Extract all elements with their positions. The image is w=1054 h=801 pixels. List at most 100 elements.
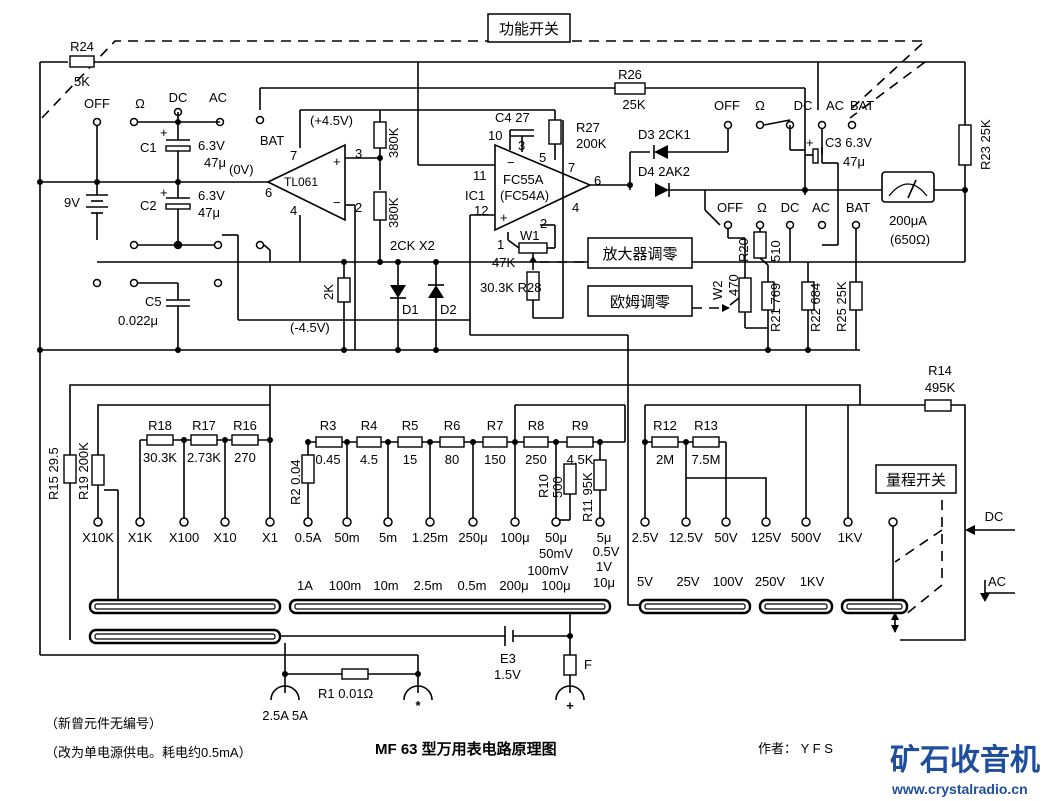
svg-text:4: 4 xyxy=(572,200,579,215)
right-switch-bank-top: OFF Ω DC AC BAT xyxy=(714,98,874,155)
terminal-500v[interactable] xyxy=(801,517,811,527)
svg-text:量程开关: 量程开关 xyxy=(886,472,946,489)
resistor-r26: R26 25K xyxy=(614,67,646,112)
svg-text:+: + xyxy=(160,185,168,200)
ohm-range-chain: R18 30.3K R17 2.73K R16 270 xyxy=(139,418,273,520)
current-range-terminals: 0.5A 50m 5m 1.25m 250μ 100μ 50μ 5μ 50mV … xyxy=(295,517,620,590)
svg-text:4.5K: 4.5K xyxy=(567,452,594,467)
terminal-x1[interactable] xyxy=(265,517,275,527)
terminal-1kv[interactable] xyxy=(843,517,853,527)
terminal-2-5v[interactable] xyxy=(640,517,650,527)
terminal-x10k[interactable] xyxy=(93,517,103,527)
current-range-chain: R2 0.04 R3 0.45 R4 4.5 R5 15 R6 80 R7 15… xyxy=(288,404,625,520)
svg-text:380K: 380K xyxy=(386,127,401,158)
svg-text:2CK X2: 2CK X2 xyxy=(390,238,435,253)
svg-text:2.5A 5A: 2.5A 5A xyxy=(262,708,308,723)
terminal-50u[interactable] xyxy=(551,517,561,527)
svg-text:+: + xyxy=(333,154,341,169)
terminal-100u[interactable] xyxy=(510,517,520,527)
svg-text:R20: R20 xyxy=(736,238,751,262)
svg-text:C1: C1 xyxy=(140,140,157,155)
svg-text:R9: R9 xyxy=(572,418,589,433)
svg-text:www.crystalradio.cn: www.crystalradio.cn xyxy=(891,781,1028,797)
terminal-125v[interactable] xyxy=(761,517,771,527)
svg-text:R17: R17 xyxy=(192,418,216,433)
svg-text:125V: 125V xyxy=(751,530,782,545)
svg-text:1.25m: 1.25m xyxy=(412,530,448,545)
svg-text:AC: AC xyxy=(826,98,844,113)
svg-text:−: − xyxy=(333,195,341,210)
potentiometer-w1: W1 47K xyxy=(492,224,556,270)
svg-text:R12: R12 xyxy=(653,418,677,433)
svg-text:D3 2CK1: D3 2CK1 xyxy=(638,127,691,142)
svg-text:380K: 380K xyxy=(386,197,401,228)
meter-200ua: 200μA (650Ω) xyxy=(802,171,968,247)
svg-text:E3: E3 xyxy=(500,651,516,666)
svg-text:50V: 50V xyxy=(714,530,737,545)
svg-text:Ω: Ω xyxy=(755,98,765,113)
svg-text:7: 7 xyxy=(290,148,297,163)
resistor-380k-lower: 380K xyxy=(373,155,401,265)
svg-text:R14: R14 xyxy=(928,363,952,378)
resistor-r1: R1 0.01Ω xyxy=(39,640,421,701)
svg-text:6: 6 xyxy=(265,185,272,200)
svg-text:47K: 47K xyxy=(492,255,515,270)
svg-text:R27: R27 xyxy=(576,120,600,135)
resistor-r19: R19 200K xyxy=(76,404,270,600)
function-switch-linkage xyxy=(39,40,928,121)
svg-text:470: 470 xyxy=(726,274,741,296)
jack-2-5a-5a[interactable]: 2.5A 5A xyxy=(262,685,308,723)
left-switch-bank: OFF Ω DC AC BAT xyxy=(84,90,284,180)
svg-text:5m: 5m xyxy=(379,530,397,545)
svg-text:270: 270 xyxy=(234,450,256,465)
svg-text:(650Ω): (650Ω) xyxy=(890,232,930,247)
svg-text:W2: W2 xyxy=(710,281,725,301)
svg-text:R15 29.5: R15 29.5 xyxy=(46,447,61,500)
svg-text:矿石收音机: 矿石收音机 xyxy=(890,743,1040,778)
svg-text:2M: 2M xyxy=(656,452,674,467)
svg-text:2.5m: 2.5m xyxy=(414,578,443,593)
terminal-12-5v[interactable] xyxy=(681,517,691,527)
svg-text:0.5A: 0.5A xyxy=(295,530,322,545)
terminal-50v[interactable] xyxy=(721,517,731,527)
terminal-5u[interactable] xyxy=(595,517,605,527)
svg-text:−: − xyxy=(507,155,515,170)
terminal-5m[interactable] xyxy=(383,517,393,527)
svg-text:1KV: 1KV xyxy=(838,530,863,545)
svg-text:C2: C2 xyxy=(140,198,157,213)
resistor-r21: R21 769 xyxy=(761,265,783,350)
terminal-x10[interactable] xyxy=(220,517,230,527)
battery-9v: 9V xyxy=(37,179,108,240)
terminal-0-5a[interactable] xyxy=(303,517,313,527)
svg-text:Ω: Ω xyxy=(757,200,767,215)
terminal-x1k[interactable] xyxy=(135,517,145,527)
svg-text:R2 0.04: R2 0.04 xyxy=(288,459,303,505)
terminal-1-25m[interactable] xyxy=(425,517,435,527)
terminal-x100[interactable] xyxy=(179,517,189,527)
svg-text:7.5M: 7.5M xyxy=(692,452,721,467)
top-wiring xyxy=(39,61,966,640)
resistor-r23: R23 25K xyxy=(958,119,993,170)
svg-text:（新曾元件无编号）: （新曾元件无编号） xyxy=(45,716,162,731)
resistor-2k: 2K xyxy=(321,259,351,350)
svg-text:+: + xyxy=(160,125,168,140)
svg-text:0.5V: 0.5V xyxy=(593,544,620,559)
svg-text:500: 500 xyxy=(550,476,565,498)
terminal-250u[interactable] xyxy=(468,517,478,527)
svg-text:6.3V: 6.3V xyxy=(198,138,225,153)
svg-text:200μ: 200μ xyxy=(499,578,528,593)
diode-d3: D3 2CK1 xyxy=(630,127,729,159)
resistor-r22: R22 684 xyxy=(789,228,823,350)
svg-text:1V: 1V xyxy=(596,559,612,574)
range-frame xyxy=(69,320,966,641)
svg-text:1KV: 1KV xyxy=(800,574,825,589)
svg-text:+: + xyxy=(566,698,574,713)
jack-common[interactable]: * xyxy=(403,685,433,713)
svg-text:7: 7 xyxy=(568,160,575,175)
svg-text:500V: 500V xyxy=(791,530,822,545)
svg-text:0.022μ: 0.022μ xyxy=(118,313,158,328)
svg-text:12.5V: 12.5V xyxy=(669,530,703,545)
svg-text:R1 0.01Ω: R1 0.01Ω xyxy=(318,686,374,701)
terminal-50m[interactable] xyxy=(342,517,352,527)
svg-text:OFF: OFF xyxy=(717,200,743,215)
